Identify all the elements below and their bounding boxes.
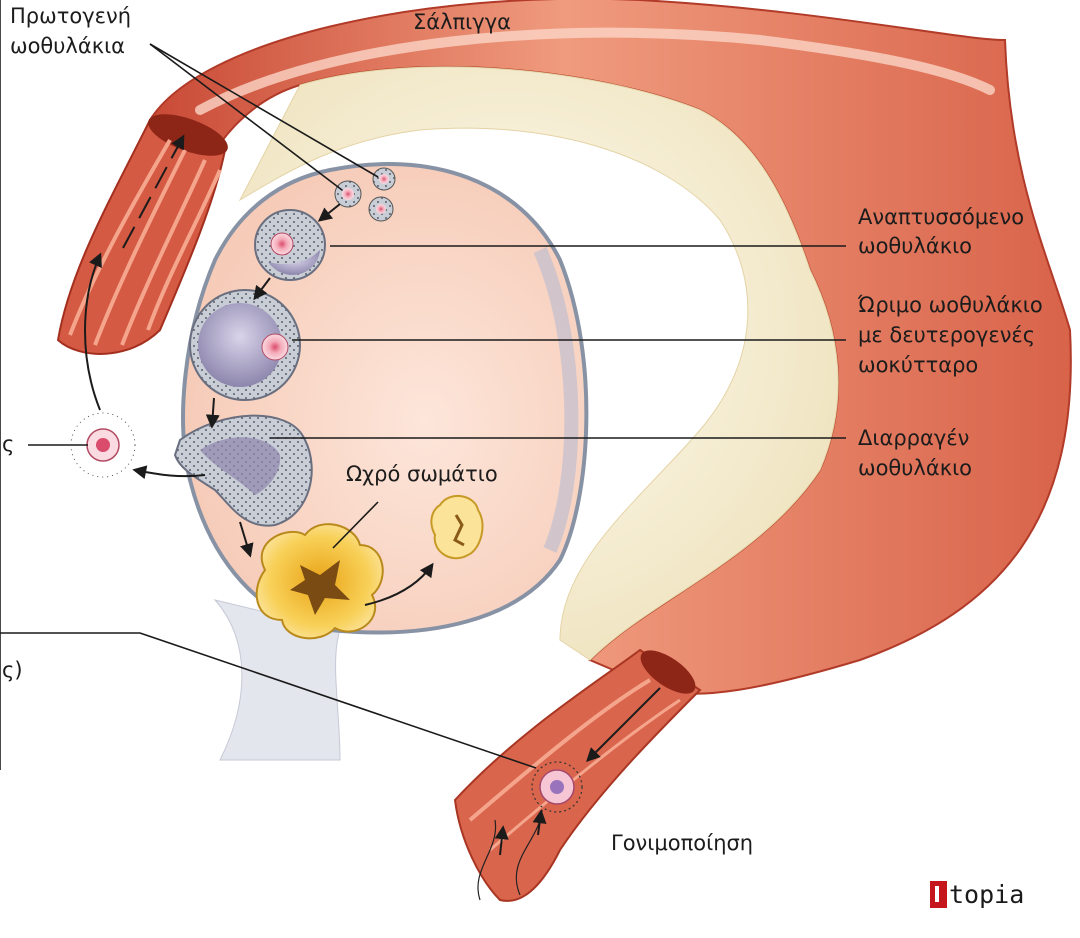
label-ruptured-follicle-line1: Διαρραγέν — [858, 424, 969, 453]
label-ruptured-follicle-line2: ωοθυλάκιο — [858, 454, 972, 483]
label-developing-follicle-line2: ωοθυλάκιο — [858, 232, 972, 261]
utopia-logo-mark — [930, 881, 947, 908]
ruptured-follicle — [175, 416, 312, 526]
lower-tube-end — [455, 642, 702, 901]
label-primary-follicles-line1: Πρωτογενή — [10, 2, 131, 31]
label-fallopian-tube: Σάλπιγγα — [413, 8, 511, 37]
utopia-logo-text: topia — [949, 880, 1024, 909]
label-mature-follicle-line1: Ώριμο ωοθυλάκιο — [858, 291, 1043, 320]
developing-follicle — [255, 210, 325, 280]
label-developing-follicle-line1: Αναπτυσσόμενο — [858, 203, 1024, 232]
utopia-logo: topia — [930, 880, 1024, 909]
mature-follicle — [190, 290, 300, 400]
corpus-albicans — [431, 496, 482, 558]
label-corpus-luteum: Ωχρό σωμάτιο — [346, 460, 498, 489]
label-mature-follicle-line3: ωοκύτταρο — [858, 351, 978, 380]
label-cut-left-1: ς — [2, 430, 14, 459]
label-primary-follicles-line2: ωοθυλάκια — [10, 32, 125, 61]
label-fertilization: Γονιμοποίηση — [611, 829, 753, 858]
label-mature-follicle-line2: με δευτερογενές — [858, 321, 1035, 350]
label-cut-left-2: ς) — [2, 656, 23, 685]
